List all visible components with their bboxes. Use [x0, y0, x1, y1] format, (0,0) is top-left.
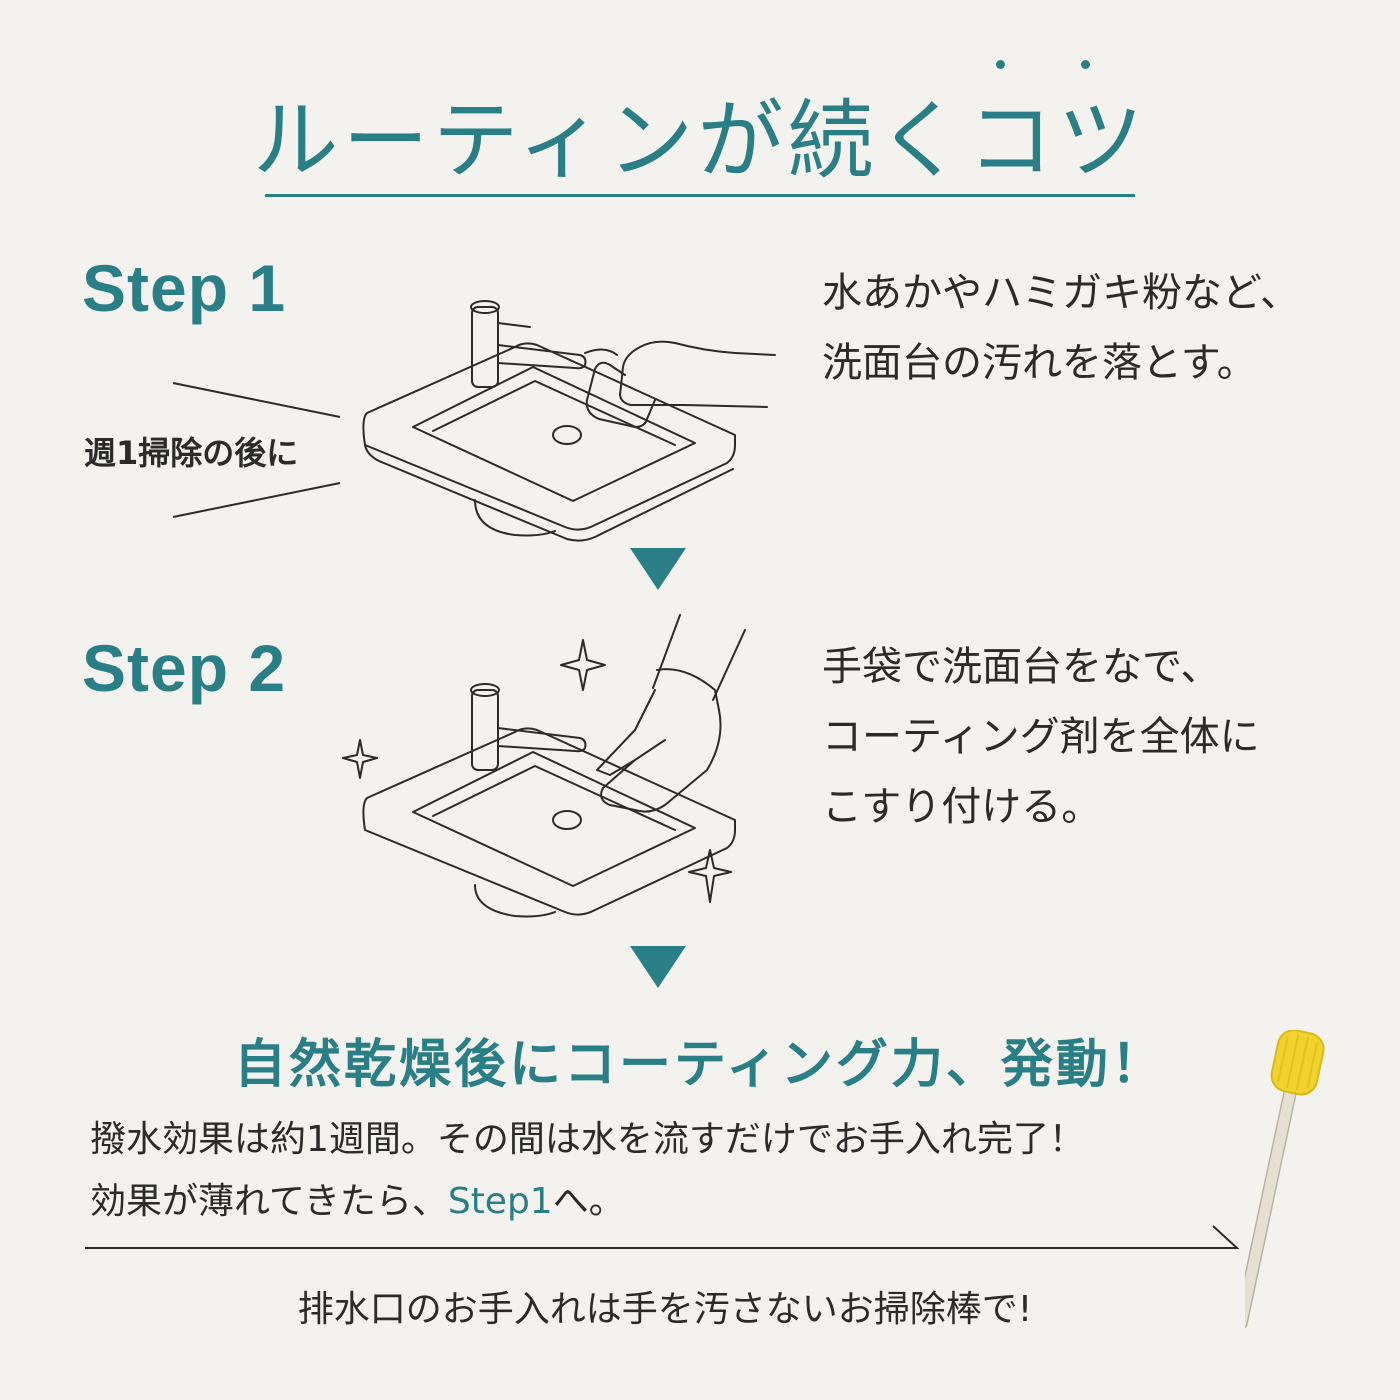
result-line-1: 撥水効果は約1週間。その間は水を流すだけでお手入れ完了！ [90, 1119, 1085, 1160]
step2-desc-line: コーティング剤を全体に [822, 714, 1260, 760]
step2-desc-line: 手袋で洗面台をなで、 [822, 644, 1221, 690]
title-dot [996, 60, 1005, 69]
down-arrow-icon [630, 946, 686, 988]
footer-note: 排水口のお手入れは手を汚さないお掃除棒で! [297, 1289, 1033, 1330]
step2-desc-line: こすり付ける。 [822, 784, 1102, 830]
result-headline: 自然乾燥後にコーティング力、発動！ [234, 1035, 1166, 1095]
sparkle-icon [342, 739, 378, 779]
title-dot [1081, 60, 1090, 69]
gloved-hand-illustration [342, 614, 746, 918]
divider-arrow [85, 1225, 1240, 1249]
cleaning-stick-illustration [1245, 1030, 1325, 1330]
step1-reference: Step1 [447, 1181, 553, 1222]
page-title: ルーティンが続くコツ [252, 91, 1148, 191]
step1-label: Step 1 [82, 251, 287, 325]
title-underline [265, 194, 1135, 197]
step1-description: 水あかやハミガキ粉など、 洗面台の汚れを落とす。 [822, 258, 1300, 398]
result-line-2: 効果が薄れてきたら、Step1へ。 [90, 1172, 625, 1232]
step2-description: 手袋で洗面台をなで、 コーティング剤を全体に こすり付ける。 [822, 632, 1260, 842]
step2-label: Step 2 [82, 631, 287, 705]
step1-note-lines [172, 382, 341, 518]
sink-illustration [362, 300, 776, 542]
sparkle-icon [688, 849, 732, 903]
step1-desc-line: 洗面台の汚れを落とす。 [822, 340, 1257, 386]
result-line-2-suffix: へ。 [552, 1181, 625, 1222]
step1-note: 週1掃除の後に [84, 434, 299, 472]
down-arrow-icon [630, 548, 686, 590]
result-line-2-prefix: 効果が薄れてきたら、 [90, 1181, 448, 1222]
sparkle-icon [560, 639, 606, 691]
step1-desc-line: 水あかやハミガキ粉など、 [822, 270, 1300, 316]
